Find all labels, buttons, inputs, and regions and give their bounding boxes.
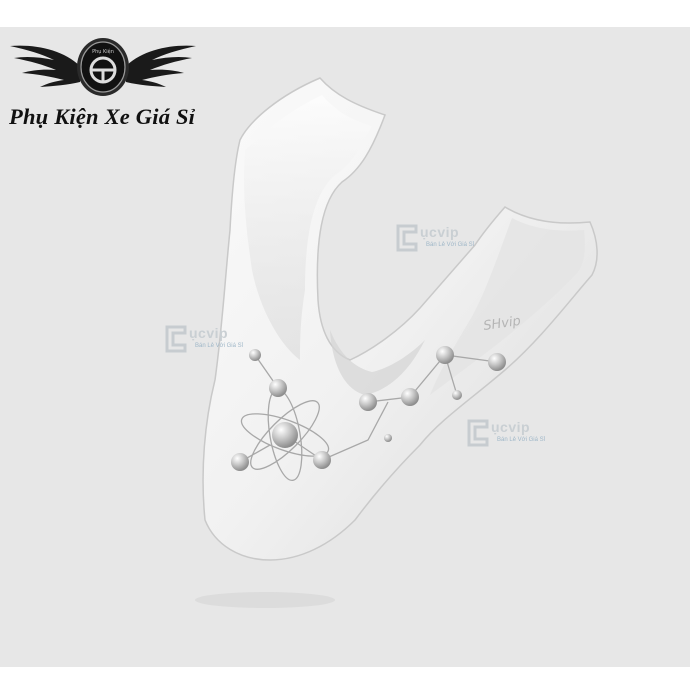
brand-title: Phụ Kiện Xe Giá Sỉ: [9, 104, 196, 129]
logo-small-text: Phụ Kiện: [92, 48, 114, 55]
watermark-left: ụcvip Bán Lẻ Với Giá Sỉ: [163, 323, 279, 359]
watermark-text: ụcvip: [420, 224, 460, 240]
inner-notch: [330, 330, 425, 395]
watermark-mark-icon: [396, 224, 418, 252]
watermark-right: ụcvip Bán Lẻ Với Giá Sỉ: [465, 417, 581, 453]
floor-shadow: [195, 592, 335, 608]
right-arm-face: [430, 218, 585, 395]
winged-steering-wheel-logo: Phụ Kiện: [10, 38, 196, 96]
engraved-logo-text: SHvip: [482, 314, 521, 334]
watermark-mark-icon: [467, 419, 489, 447]
molecule-atoms: [231, 346, 506, 471]
watermark-text: ụcvip: [491, 419, 531, 435]
watermark-subtext: Bán Lẻ Với Giá Sỉ: [426, 242, 474, 248]
watermark-text: ụcvip: [189, 325, 229, 341]
watermark-mark-icon: [165, 325, 187, 353]
watermark-top: ụcvip Bán Lẻ Với Giá Sỉ: [394, 222, 510, 258]
left-arm-face: [243, 95, 372, 360]
watermark-subtext: Bán Lẻ Với Giá Sỉ: [195, 343, 243, 349]
watermark-subtext: Bán Lẻ Với Giá Sỉ: [497, 437, 545, 443]
